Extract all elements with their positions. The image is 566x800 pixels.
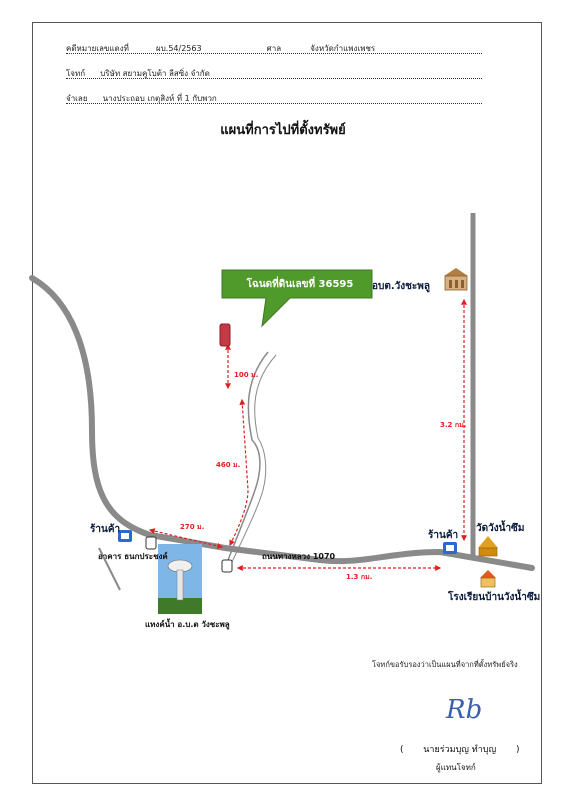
junction-box-left — [145, 536, 157, 550]
certification-text: โจทก์ขอรับรองว่าเป็นแผนที่จากที่ตั้งทรัพ… — [372, 660, 518, 669]
plaintiff-label: โจทก์ — [66, 69, 86, 78]
sao-building-icon — [444, 268, 468, 291]
distance-32km: 3.2 กม. — [440, 421, 467, 429]
deed-callout-label: โฉนดที่ดินเลขที่ 36595 — [246, 279, 354, 290]
defendant-underline — [66, 103, 482, 104]
main-road — [29, 275, 535, 571]
case-underline — [66, 53, 482, 54]
distance-460m: 460 ม. — [216, 461, 241, 469]
plaintiff-name: บริษัท สยามคูโบต้า ลีสซิ่ง จำกัด — [100, 69, 210, 78]
water-tower-photo — [158, 544, 202, 614]
school-label: โรงเรียนบ้านวังน้ำซึม — [448, 592, 541, 603]
shop-left-label: ร้านค้า — [90, 524, 121, 535]
signer-name-line: ( นายร่วมบุญ ทำบุญ ) — [400, 742, 519, 756]
school-icon — [480, 570, 496, 588]
court-name: จังหวัดกำแพงเพชร — [310, 44, 376, 53]
plaintiff-line: โจทก์ บริษัท สยามคูโบต้า ลีสซิ่ง จำกัด — [66, 67, 210, 80]
signer-open-paren: ( — [400, 745, 404, 755]
junction-box-right — [221, 559, 233, 573]
document-frame — [32, 22, 542, 784]
case-number-line: คดีหมายเลขแดงที่ ผบ.54/2563 ศาล จังหวัดก… — [66, 42, 375, 55]
case-label: คดีหมายเลขแดงที่ — [66, 44, 129, 53]
sao-label: อบต.วังชะพลู — [372, 281, 431, 292]
defendant-line: จำเลย นางประถอบ เกตุสิงห์ ที่ 1 กับพวก — [66, 92, 217, 105]
court-label: ศาล — [266, 44, 282, 53]
distance-270m: 270 ม. — [180, 523, 205, 531]
signer-name: นายร่วมบุญ ทำบุญ — [423, 745, 497, 755]
case-number: ผบ.54/2563 — [156, 44, 202, 53]
highway-label: ถนนทางหลวง 1070 — [262, 552, 336, 561]
distance-100m: 100 ม. — [234, 371, 259, 379]
signer-close-paren: ) — [515, 745, 520, 755]
bank-building-label: อาคาร ธนกประชงค์ — [98, 552, 168, 561]
defendant-label: จำเลย — [66, 94, 88, 103]
distance-13km: 1.3 กม. — [346, 573, 373, 581]
signer-role: ผู้แทนโจทก์ — [436, 763, 476, 772]
side-road-edge — [231, 354, 277, 563]
shop-right-label: ร้านค้า — [428, 530, 459, 541]
route-270m — [148, 528, 224, 549]
deed-plot-marker — [219, 323, 231, 347]
temple-icon — [478, 536, 498, 557]
temple-label: วัดวังน้ำซึม — [476, 523, 525, 534]
deed-callout — [221, 269, 373, 328]
map-title: แผนที่การไปที่ตั้งทรัพย์ — [220, 123, 346, 138]
shop-left-icon — [118, 530, 132, 542]
signature: Rb — [446, 695, 483, 725]
route-460m — [229, 398, 249, 547]
shop-right-icon — [443, 542, 457, 554]
temple-road — [98, 547, 121, 591]
plaintiff-underline — [66, 78, 482, 79]
defendant-name: นางประถอบ เกตุสิงห์ ที่ 1 กับพวก — [102, 94, 217, 103]
water-tower-label: แทงค์น้ำ อ.บ.ต วังชะพลู — [145, 620, 230, 629]
